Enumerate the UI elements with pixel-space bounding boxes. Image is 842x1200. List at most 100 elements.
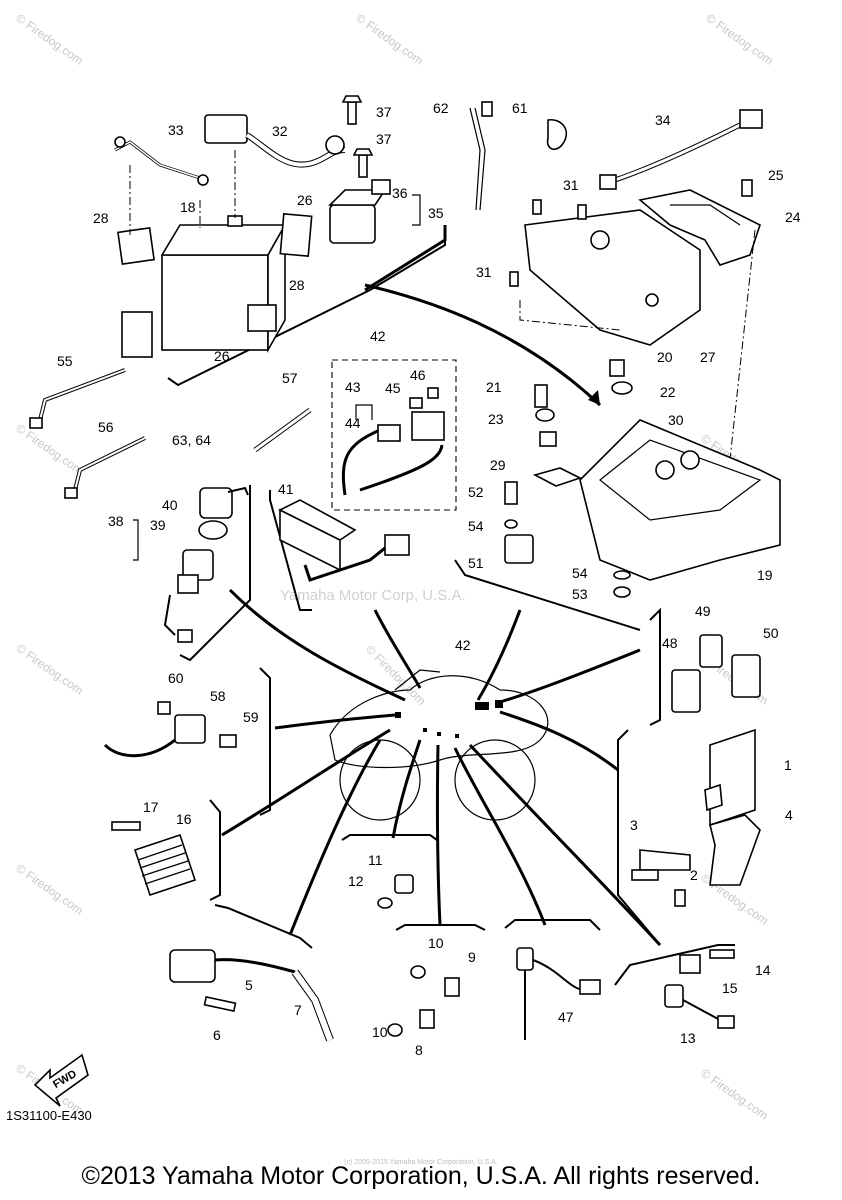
corner-watermark: © Firedog.com — [13, 861, 86, 918]
callout-label: 63, 64 — [172, 432, 211, 448]
callout-label: 37 — [376, 104, 392, 120]
callout-label: 42 — [370, 328, 386, 344]
callout-label: 57 — [282, 370, 298, 386]
corner-watermark: © Firedog.com — [13, 421, 86, 478]
callout-label: 13 — [680, 1030, 696, 1046]
callout-label: 21 — [486, 379, 502, 395]
callout-label: 18 — [180, 199, 196, 215]
callout-label: 61 — [512, 100, 528, 116]
callout-label: 62 — [433, 100, 449, 116]
callout-label: 19 — [757, 567, 773, 583]
callout-label: 17 — [143, 799, 159, 815]
battery-cables — [114, 114, 346, 186]
callout-label: 7 — [294, 1002, 302, 1018]
callout-label: 33 — [168, 122, 184, 138]
callout-label: 26 — [297, 192, 313, 208]
callout-label: 20 — [657, 349, 673, 365]
callout-label: 1 — [784, 757, 792, 773]
callout-label: 44 — [345, 415, 361, 431]
callout-label: 28 — [93, 210, 109, 226]
callout-label: 60 — [168, 670, 184, 686]
callout-label: 43 — [345, 379, 361, 395]
cable-ties — [29, 368, 312, 499]
switch-11 — [377, 874, 414, 909]
callout-label: 59 — [243, 709, 259, 725]
callout-labels: 1 2 3 4 5 6 7 8 9 10 10 11 12 13 14 15 1… — [57, 100, 801, 1058]
callout-label: 47 — [558, 1009, 574, 1025]
callout-label: 54 — [468, 518, 484, 534]
callout-label: 9 — [468, 949, 476, 965]
lead-wire — [341, 387, 445, 496]
callout-label: 10 — [428, 935, 444, 951]
corner-watermark: © Firedog.com — [13, 641, 86, 698]
center-watermark: Yamaha Motor Corp, U.S.A. — [280, 587, 466, 604]
fwd-indicator: FWD — [33, 1053, 89, 1107]
callout-label: 53 — [572, 586, 588, 602]
callout-label: 22 — [660, 384, 676, 400]
callout-label: 54 — [572, 565, 588, 581]
corner-watermark: © Firedog.com — [13, 11, 86, 68]
callout-label: 4 — [785, 807, 793, 823]
callout-label: 29 — [490, 457, 506, 473]
callout-label: 55 — [57, 353, 73, 369]
callout-label: 27 — [700, 349, 716, 365]
corner-watermark: © Firedog.com — [353, 11, 426, 68]
small-copyright: (c) 2005-2015 Yamaha Motor Corporation, … — [344, 1159, 498, 1166]
callout-label: 12 — [348, 873, 364, 889]
callout-label: 31 — [476, 264, 492, 280]
callout-label: 6 — [213, 1027, 221, 1043]
callout-label: 14 — [755, 962, 771, 978]
relays — [671, 634, 761, 713]
callout-label: 51 — [468, 555, 484, 571]
parts-13-15 — [664, 949, 735, 1029]
wire-harness-lead — [469, 101, 763, 211]
main-switch — [133, 486, 249, 643]
callout-label: 49 — [695, 603, 711, 619]
copyright-notice: ©2013 Yamaha Motor Corporation, U.S.A. A… — [81, 1162, 761, 1190]
callout-label: 48 — [662, 635, 678, 651]
corner-watermark: © Firedog.com — [703, 11, 776, 68]
motorcycle-body — [329, 669, 549, 821]
callout-label: 31 — [563, 177, 579, 193]
callout-label: 39 — [150, 517, 166, 533]
callout-label: 32 — [272, 123, 288, 139]
leader-lines — [221, 283, 662, 947]
callout-label: 11 — [368, 852, 383, 868]
controller-unit — [631, 728, 761, 907]
callout-label: 56 — [98, 419, 114, 435]
callout-label: 15 — [722, 980, 738, 996]
callout-label: 41 — [278, 481, 294, 497]
sensor-58 — [103, 701, 237, 758]
callout-label: 5 — [245, 977, 253, 993]
callout-label: 34 — [655, 112, 671, 128]
group-brackets — [167, 225, 735, 986]
callout-label: 28 — [289, 277, 305, 293]
corner-watermark: © Firedog.com — [698, 1066, 771, 1123]
callout-label: 25 — [768, 167, 784, 183]
callout-label: 35 — [428, 205, 444, 221]
rectifier-regulator — [111, 821, 197, 897]
battery-tray — [504, 359, 781, 598]
callout-label: 2 — [690, 867, 698, 883]
callout-label: 10 — [372, 1024, 388, 1040]
battery — [161, 254, 269, 351]
callout-label: 16 — [176, 811, 192, 827]
sensor-47 — [516, 947, 601, 1040]
callout-label: 42 — [455, 637, 471, 653]
starter-relay — [328, 95, 421, 244]
switches-8-9 — [387, 965, 460, 1037]
callout-label: 24 — [785, 209, 801, 225]
callout-label: 30 — [668, 412, 684, 428]
callout-label: 40 — [162, 497, 178, 513]
callout-label: 37 — [376, 131, 392, 147]
callout-label: 8 — [415, 1042, 423, 1058]
callout-label: 58 — [210, 688, 226, 704]
battery-group — [117, 150, 313, 358]
callout-label: 46 — [410, 367, 426, 383]
callout-label: 50 — [763, 625, 779, 641]
ignition-coil — [169, 949, 334, 1042]
callout-label: 36 — [392, 185, 408, 201]
callout-label: 23 — [488, 411, 504, 427]
diagram-code: 1S31100-E430 — [6, 1108, 92, 1123]
